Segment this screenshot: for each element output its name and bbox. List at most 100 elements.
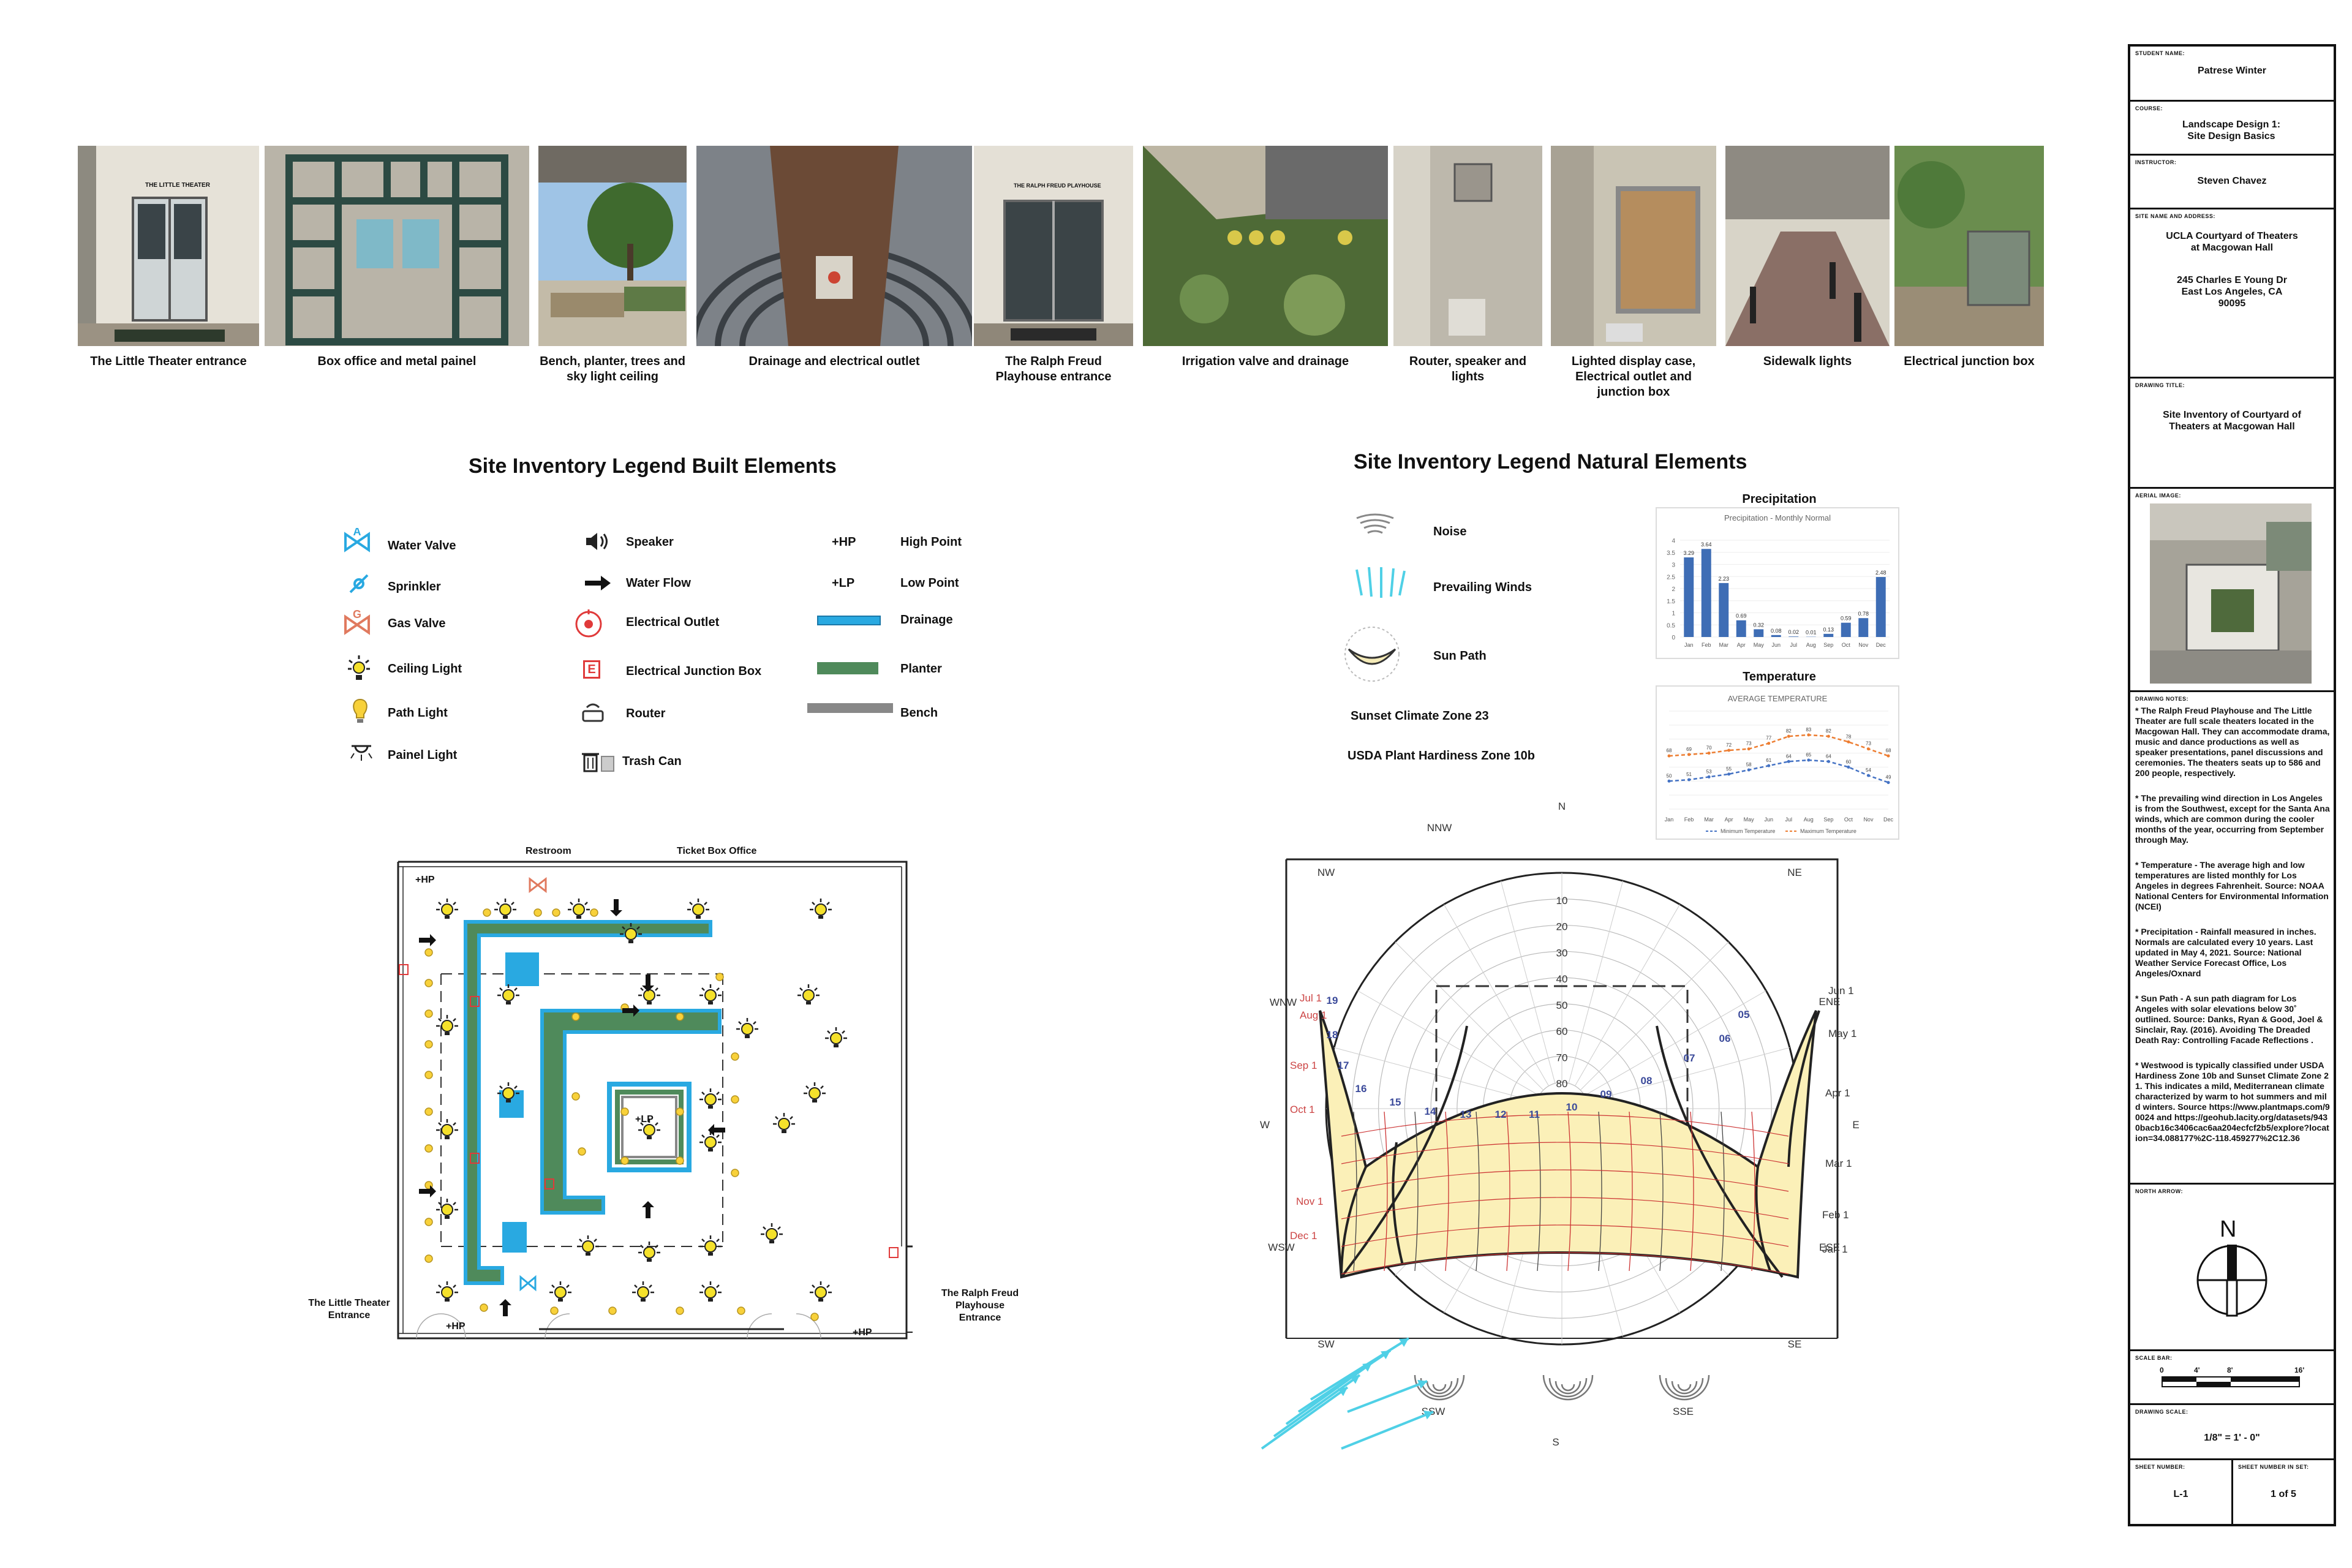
bar [1701, 549, 1711, 637]
data-label: 2.48 [1875, 570, 1887, 576]
noise-icon [1548, 1378, 1588, 1398]
bar [1841, 622, 1851, 637]
data-point [1687, 753, 1691, 756]
noise-icon [1426, 1381, 1453, 1395]
frame-line [1286, 858, 1839, 1338]
x-tick-label: Feb [1702, 642, 1711, 648]
path-light-icon [424, 1107, 433, 1116]
ceiling-light-icon [637, 1240, 662, 1263]
tb-sheet-number-label: SHEET NUMBER: [2135, 1464, 2185, 1470]
photo-drainage-outlet [696, 146, 972, 346]
path-light-icon [424, 979, 433, 987]
path-light-icon [483, 908, 491, 917]
legend-hp-symbol: +HP [832, 535, 856, 549]
date-label: Jun 1 [1828, 985, 1854, 997]
tb-instructor: INSTRUCTOR: Steven Chavez [2130, 156, 2334, 209]
data-label: 64 [1826, 753, 1831, 759]
photo-caption: Electrical junction box [1904, 355, 2035, 368]
legend-sprinkler: Sprinkler [388, 580, 441, 594]
x-tick-label: Oct [1844, 816, 1853, 823]
elevation-label: 70 [1556, 1052, 1568, 1063]
speaker-icon [586, 533, 608, 550]
data-point [1747, 747, 1751, 751]
legend-noise: Noise [1433, 525, 1467, 538]
bar [1858, 618, 1869, 637]
legend-router: Router [626, 707, 666, 720]
path-light-icon [676, 1306, 684, 1315]
scale-tick: 4' [2194, 1366, 2200, 1374]
ceiling-light-icon [796, 983, 821, 1006]
compass-label: SE [1788, 1338, 1802, 1350]
date-line [1341, 1252, 1789, 1275]
date-curve [1567, 1111, 1572, 1272]
date-label: Jul 1 [1300, 992, 1322, 1004]
x-tick-label: Aug [1804, 816, 1814, 823]
x-tick-label: Apr [1725, 816, 1733, 823]
outline-curve [1340, 1025, 1468, 1278]
compass-label: NW [1317, 867, 1335, 878]
legend-outlet: Electrical Outlet [626, 616, 720, 629]
date-curve [1384, 1111, 1388, 1272]
date-line [1341, 1114, 1789, 1137]
bar [1823, 633, 1834, 637]
precip-title: Precipitation [1742, 492, 1817, 506]
data-point [1866, 774, 1870, 777]
tb-sheet-set-value: 1 of 5 [2271, 1489, 2296, 1499]
plan-ticket: Ticket Box Office [677, 846, 757, 856]
series-line [1668, 734, 1889, 757]
temp-subtitle: AVERAGE TEMPERATURE [1727, 694, 1828, 703]
ceiling-light-icon [435, 897, 459, 920]
usda-zone: USDA Plant Hardiness Zone 10b [1348, 749, 1535, 763]
legend-lp-symbol: +LP [832, 576, 855, 590]
bar [1754, 629, 1764, 637]
tb-student-label: STUDENT NAME: [2135, 50, 2185, 56]
junction-box-icon: E [583, 660, 600, 679]
hour-label: 07 [1684, 1052, 1695, 1064]
compass-label: N [1558, 801, 1566, 812]
tb-drawing-title: DRAWING TITLE: Site Inventory of Courtya… [2130, 379, 2334, 489]
data-point [1707, 752, 1711, 755]
compass-label: SW [1317, 1338, 1334, 1350]
ceiling-light-icon [802, 1081, 827, 1104]
ceiling-light-icon [760, 1222, 784, 1245]
ceiling-light-icon [435, 1197, 459, 1220]
aerial-image [2150, 503, 2312, 684]
gas-valve-icon: G [344, 609, 370, 635]
tb-course: COURSE: Landscape Design 1: Site Design … [2130, 102, 2334, 156]
x-tick-label: Jul [1785, 816, 1793, 823]
path-light-icon [533, 908, 542, 917]
compass-label: WNW [1270, 997, 1297, 1008]
date-line [1341, 1142, 1789, 1164]
junction-letter: E [587, 663, 596, 676]
path-light-icon [676, 1012, 684, 1021]
x-tick-label: Sep [1823, 642, 1833, 648]
ceiling-light-icon [698, 1087, 723, 1110]
tb-drawing-scale: DRAWING SCALE: 1/8" = 1' - 0" [2130, 1405, 2334, 1460]
data-point [1807, 733, 1811, 737]
path-light-icon [620, 1156, 629, 1165]
tb-sheet: SHEET NUMBER: L-1 SHEET NUMBER IN SET: 1… [2130, 1460, 2334, 1524]
tb-aerial-label: AERIAL IMAGE: [2135, 492, 2181, 499]
data-label: 73 [1866, 741, 1871, 747]
date-line [1341, 1224, 1789, 1247]
photo-ralph-freud [974, 146, 1133, 346]
ceiling-light-icon [496, 983, 521, 1006]
elevation-label: 40 [1556, 973, 1568, 985]
water-valve-icon: A [344, 528, 370, 552]
noise-icon [1677, 1384, 1692, 1392]
noise-icon [1555, 1381, 1581, 1395]
date-curve [1629, 1111, 1633, 1272]
ceiling-light-icon [698, 1130, 723, 1153]
ceiling-light-icon [809, 897, 833, 920]
data-point [1866, 747, 1870, 751]
plan-hp-bottom-left: +HP [446, 1321, 466, 1332]
photo-router-speaker [1393, 146, 1542, 346]
azimuth-line [1500, 880, 1556, 1084]
path-light-icon [571, 1012, 580, 1021]
azimuth-line [1357, 990, 1540, 1096]
date-curve [1659, 1111, 1664, 1272]
date-label: May 1 [1828, 1028, 1856, 1039]
tb-site-label: SITE NAME AND ADDRESS: [2135, 213, 2215, 219]
data-label: 50 [1667, 773, 1672, 778]
